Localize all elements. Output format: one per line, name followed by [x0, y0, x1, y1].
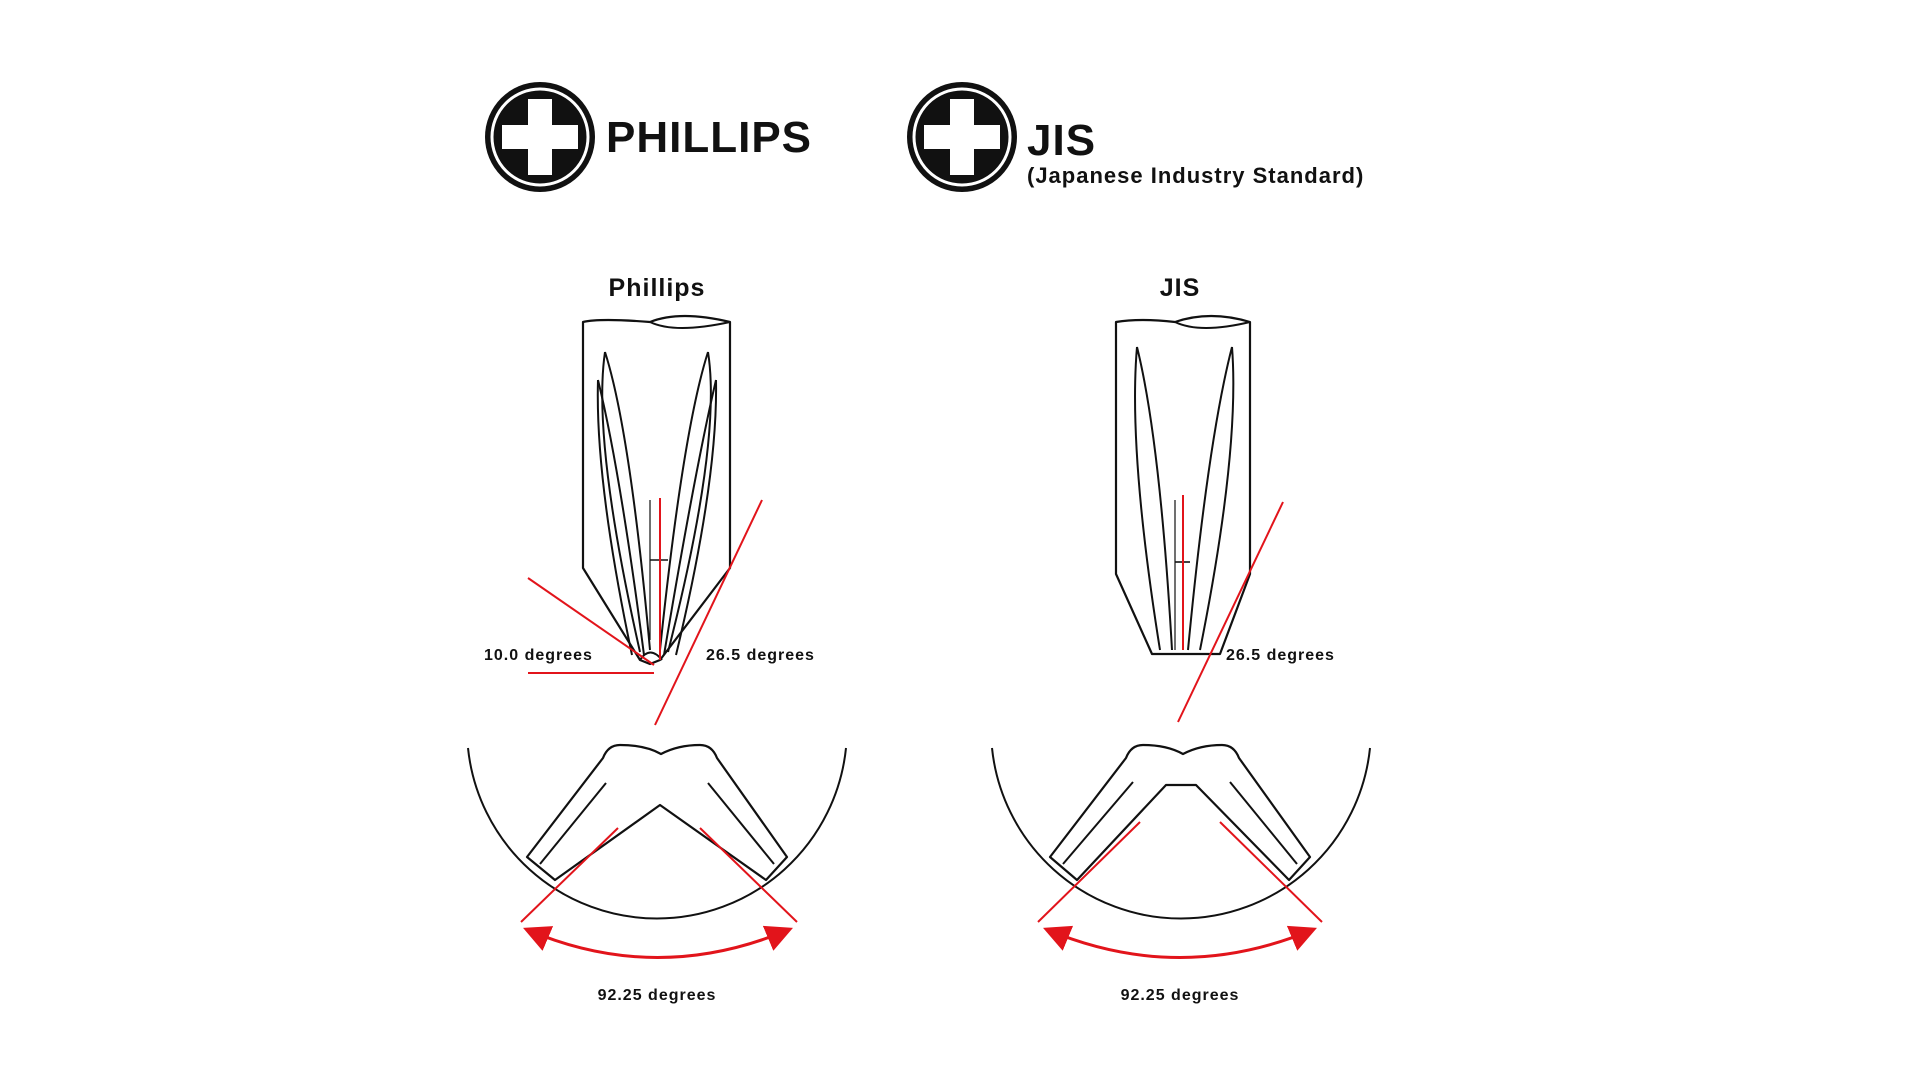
- phillips-panel: Phillips 1: [467, 274, 847, 1004]
- phillips-panel-title: Phillips: [609, 274, 706, 302]
- phillips-cross-icon: [485, 82, 595, 192]
- jis-logo-title: JIS: [1027, 116, 1096, 165]
- phillips-cross-section: [467, 743, 847, 920]
- jis-bottom-angle-label: 92.25 degrees: [1121, 987, 1240, 1004]
- jis-cross-section: [991, 743, 1371, 920]
- phillips-left-angle-label: 10.0 degrees: [484, 647, 593, 664]
- jis-panel: JIS 26.5 degrees 92.25 degrees: [991, 274, 1371, 1004]
- phillips-right-angle-label: 26.5 degrees: [706, 647, 815, 664]
- phillips-bottom-angle-label: 92.25 degrees: [598, 987, 717, 1004]
- jis-panel-title: JIS: [1160, 274, 1201, 302]
- jis-cross-icon: [907, 82, 1017, 192]
- jis-bottom-angle-lines: [1037, 821, 1323, 959]
- jis-logo: JIS (Japanese Industry Standard): [907, 82, 1364, 192]
- jis-bit-side-view: [1114, 314, 1252, 656]
- phillips-logo: PHILLIPS: [485, 82, 812, 192]
- phillips-bit-side-view: [581, 314, 732, 666]
- phillips-bottom-angle-lines: [520, 827, 798, 959]
- jis-right-angle-label: 26.5 degrees: [1226, 647, 1335, 664]
- jis-angle-lines: [1177, 495, 1284, 723]
- phillips-angle-lines: [527, 498, 763, 726]
- jis-logo-subtitle: (Japanese Industry Standard): [1027, 163, 1364, 188]
- phillips-logo-title: PHILLIPS: [606, 113, 812, 162]
